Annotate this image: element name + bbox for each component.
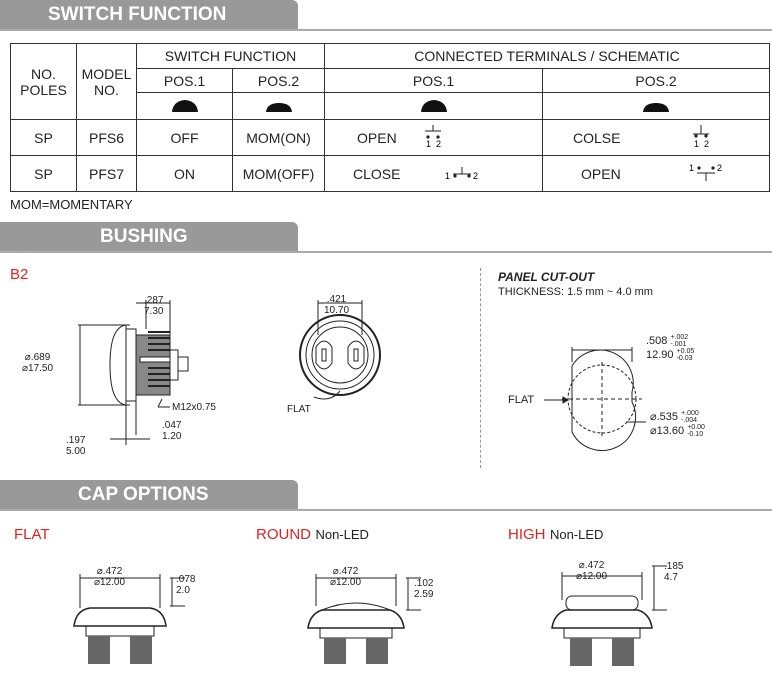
svg-text:2: 2 [436, 139, 441, 149]
label-flat-bushing: FLAT [287, 404, 311, 415]
momentary-note: MOM=MOMENTARY [10, 197, 133, 212]
cap-round-dia: ⌀.472⌀12.00 [330, 566, 362, 588]
cap-down-icon [542, 92, 770, 120]
row1-poles: SP [10, 119, 77, 156]
schematic-closed-inline-icon: 1 2 [445, 167, 478, 181]
header-model: MODEL NO. [76, 43, 137, 120]
bushing-code: B2 [10, 266, 29, 283]
panel-cutout-drawing [544, 347, 646, 452]
section-header-cap-options: CAP OPTIONS [0, 480, 298, 510]
svg-text:1: 1 [689, 163, 694, 173]
cap-high-dia: ⌀.472⌀12.00 [576, 560, 608, 582]
row2-poles: SP [10, 155, 77, 192]
section-header-bushing: BUSHING [0, 222, 298, 252]
row2-model: PFS7 [76, 155, 137, 192]
svg-text:1: 1 [694, 139, 699, 149]
svg-text:1: 1 [426, 139, 431, 149]
dim-535: ⌀.535 +.000-.004 ⌀13.60 +0.00-0.10 [650, 410, 705, 438]
cap-flat-drawing [73, 574, 185, 664]
bushing-front-drawing [299, 300, 381, 400]
section-header-switch-function: SWITCH FUNCTION [0, 0, 298, 30]
dim-689: ⌀.689⌀17.50 [22, 352, 54, 374]
svg-text:2: 2 [717, 163, 722, 173]
row2-conn2: OPEN 1 2 [542, 155, 770, 192]
cap-round-title: ROUND Non-LED [256, 526, 369, 543]
row2-conn1-label: CLOSE [353, 165, 401, 182]
label-flat-panel: FLAT [508, 394, 535, 406]
section-rule [0, 509, 772, 511]
section-rule [0, 29, 772, 31]
cap-round-drawing [307, 574, 421, 664]
row1-pos2: MOM(ON) [232, 119, 325, 156]
row1-model: PFS6 [76, 119, 137, 156]
row2-pos1: ON [136, 155, 233, 192]
cap-flat-dia: ⌀.472⌀12.00 [94, 566, 126, 588]
header-conn-pos2: POS.2 [542, 68, 770, 93]
panel-cutout-title: PANEL CUT-OUT [498, 270, 595, 284]
row2-conn1: CLOSE 1 2 [324, 155, 543, 192]
cap-high-title: HIGH Non-LED [508, 526, 604, 543]
cap-high-drawing [551, 565, 667, 666]
dim-508: .508 +.002-.001 12.90 +0.05-0.03 [646, 334, 695, 362]
schematic-open-inline-icon: 1 2 [689, 163, 722, 181]
header-sw-pos1: POS.1 [136, 68, 233, 93]
header-connected: CONNECTED TERMINALS / SCHEMATIC [324, 43, 770, 69]
switch-function-table: NO. POLES MODEL NO. SWITCH FUNCTION CONN… [10, 43, 770, 192]
cap-up-icon [324, 92, 543, 120]
svg-text:2: 2 [473, 171, 478, 181]
cap-up-icon [136, 92, 233, 120]
header-sw-pos2: POS.2 [232, 68, 325, 93]
bushing-side-drawing [78, 300, 189, 445]
row1-pos1: OFF [136, 119, 233, 156]
row2-conn2-label: OPEN [581, 165, 621, 182]
header-conn-pos1: POS.1 [324, 68, 543, 93]
cap-down-icon [232, 92, 325, 120]
row1-conn2-label: COLSE [573, 129, 621, 146]
vertical-divider [480, 268, 481, 468]
cap-flat-title: FLAT [14, 526, 50, 543]
svg-text:2: 2 [704, 139, 709, 149]
svg-text:1: 1 [445, 171, 450, 181]
dim-thread: M12x0.75 [172, 402, 216, 413]
section-rule [0, 251, 772, 253]
row1-conn1-label: OPEN [357, 129, 397, 146]
row2-pos2: MOM(OFF) [232, 155, 325, 192]
panel-thickness: THICKNESS: 1.5 mm ~ 4.0 mm [498, 286, 653, 298]
header-switch-function: SWITCH FUNCTION [136, 43, 325, 69]
header-poles: NO. POLES [10, 43, 77, 120]
